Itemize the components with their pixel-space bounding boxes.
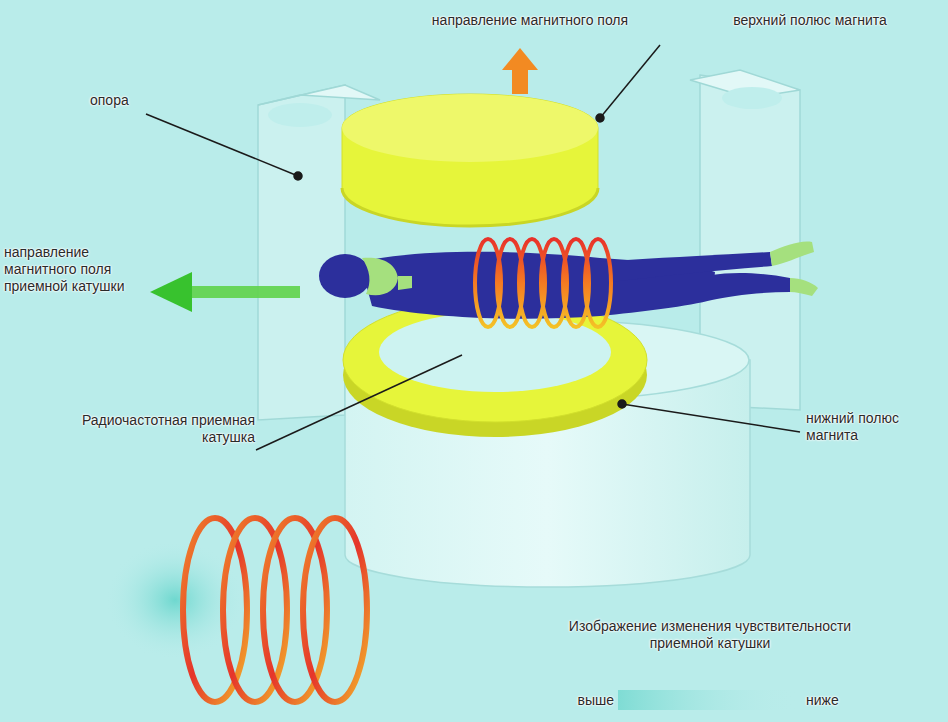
coil-field-arrow — [150, 272, 300, 312]
sensitivity-scale — [618, 690, 798, 710]
rf-coil — [475, 239, 611, 327]
sensitivity-coil — [105, 518, 367, 702]
callout-label: опора — [90, 92, 146, 109]
callout-label: направление магнитного поля — [380, 12, 680, 29]
field-arrow — [502, 48, 538, 94]
callout-label: направление магнитного поля приемной кат… — [4, 244, 134, 295]
leader-lines — [146, 45, 800, 450]
support-pillars — [258, 70, 800, 420]
callout-label: ниже — [806, 692, 866, 709]
callout-label: Радиочастотная приемная катушка — [60, 412, 255, 446]
callout-label: верхний полюс магнита — [690, 12, 930, 29]
upper-pole — [342, 94, 598, 226]
callout-label: выше — [560, 692, 614, 709]
callout-label: Изображение изменения чувствительности п… — [560, 618, 860, 652]
callout-label: нижний полюс магнита — [806, 410, 926, 444]
